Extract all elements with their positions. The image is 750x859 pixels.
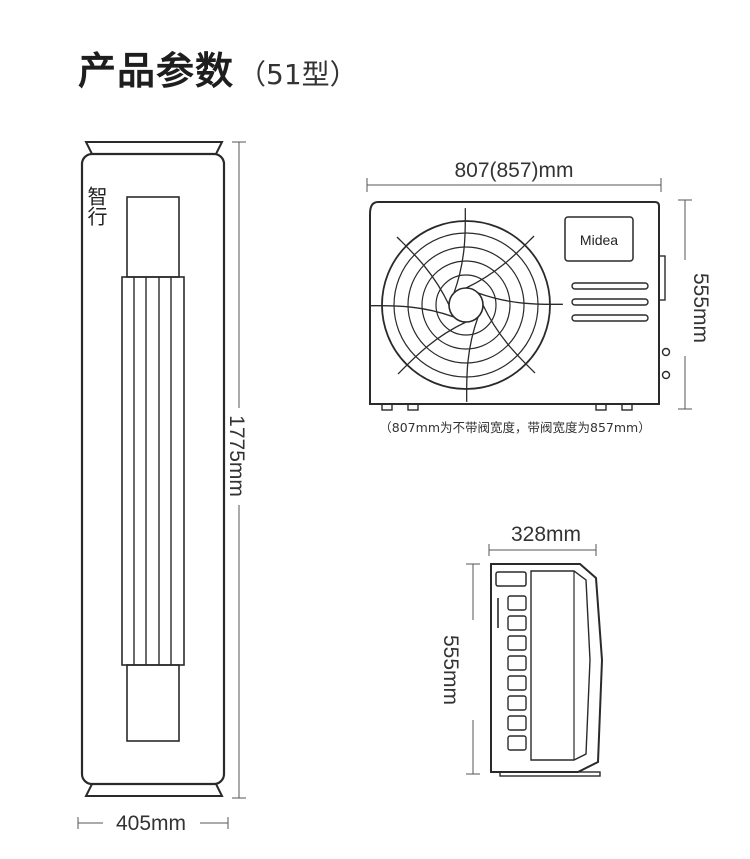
outdoor-foot xyxy=(595,403,607,411)
indoor-logo: 智行 xyxy=(84,186,108,226)
indoor-base xyxy=(84,783,224,797)
valve-panel xyxy=(658,255,666,301)
title-text: 产品参数 xyxy=(78,49,235,93)
side-base xyxy=(499,771,601,777)
outdoor-width-dimension: 807(857)mm xyxy=(366,159,662,192)
lower-panel xyxy=(126,664,180,742)
indoor-top-cap xyxy=(84,141,224,155)
side-height-dimension: 555mm xyxy=(439,563,480,775)
indoor-height-dimension: 1775mm xyxy=(225,141,248,799)
vent-slot xyxy=(571,282,649,290)
indoor-body xyxy=(80,152,226,786)
model-label: （51型） xyxy=(238,58,358,91)
outdoor-foot xyxy=(407,403,419,411)
outdoor-foot xyxy=(381,403,393,411)
side-depth-label: 328mm xyxy=(511,523,581,546)
brand-logo-box xyxy=(564,216,634,262)
valve-port xyxy=(661,347,671,357)
vent-slot xyxy=(571,298,649,306)
outdoor-width-label: 807(857)mm xyxy=(454,159,573,182)
indoor-height-label: 1775mm xyxy=(225,415,248,497)
outdoor-foot xyxy=(621,403,633,411)
outdoor-front-unit: Midea xyxy=(369,201,671,411)
page-title: 产品参数（51型） xyxy=(78,40,358,95)
outdoor-height-label: 555mm xyxy=(689,273,712,343)
fan-grille xyxy=(369,208,563,402)
valve-note: （807mm为不带阀宽度，带阀宽度为857mm） xyxy=(379,420,650,435)
valve-port xyxy=(661,370,671,380)
indoor-unit: 智行 xyxy=(80,141,226,797)
indoor-width-dimension: 405mm xyxy=(77,812,229,835)
side-depth-dimension: 328mm xyxy=(488,523,597,556)
display-panel xyxy=(126,196,180,278)
outdoor-side-unit xyxy=(490,563,604,777)
outdoor-casing xyxy=(369,201,660,405)
side-panel xyxy=(530,570,591,761)
air-outlet xyxy=(121,276,185,666)
handle xyxy=(495,571,527,587)
side-louvers xyxy=(507,595,527,751)
outdoor-height-dimension: 555mm xyxy=(678,199,712,410)
side-height-label: 555mm xyxy=(439,635,462,705)
vent-slot xyxy=(571,314,649,322)
indoor-width-label: 405mm xyxy=(116,812,186,835)
brand-logo: Midea xyxy=(580,232,618,248)
